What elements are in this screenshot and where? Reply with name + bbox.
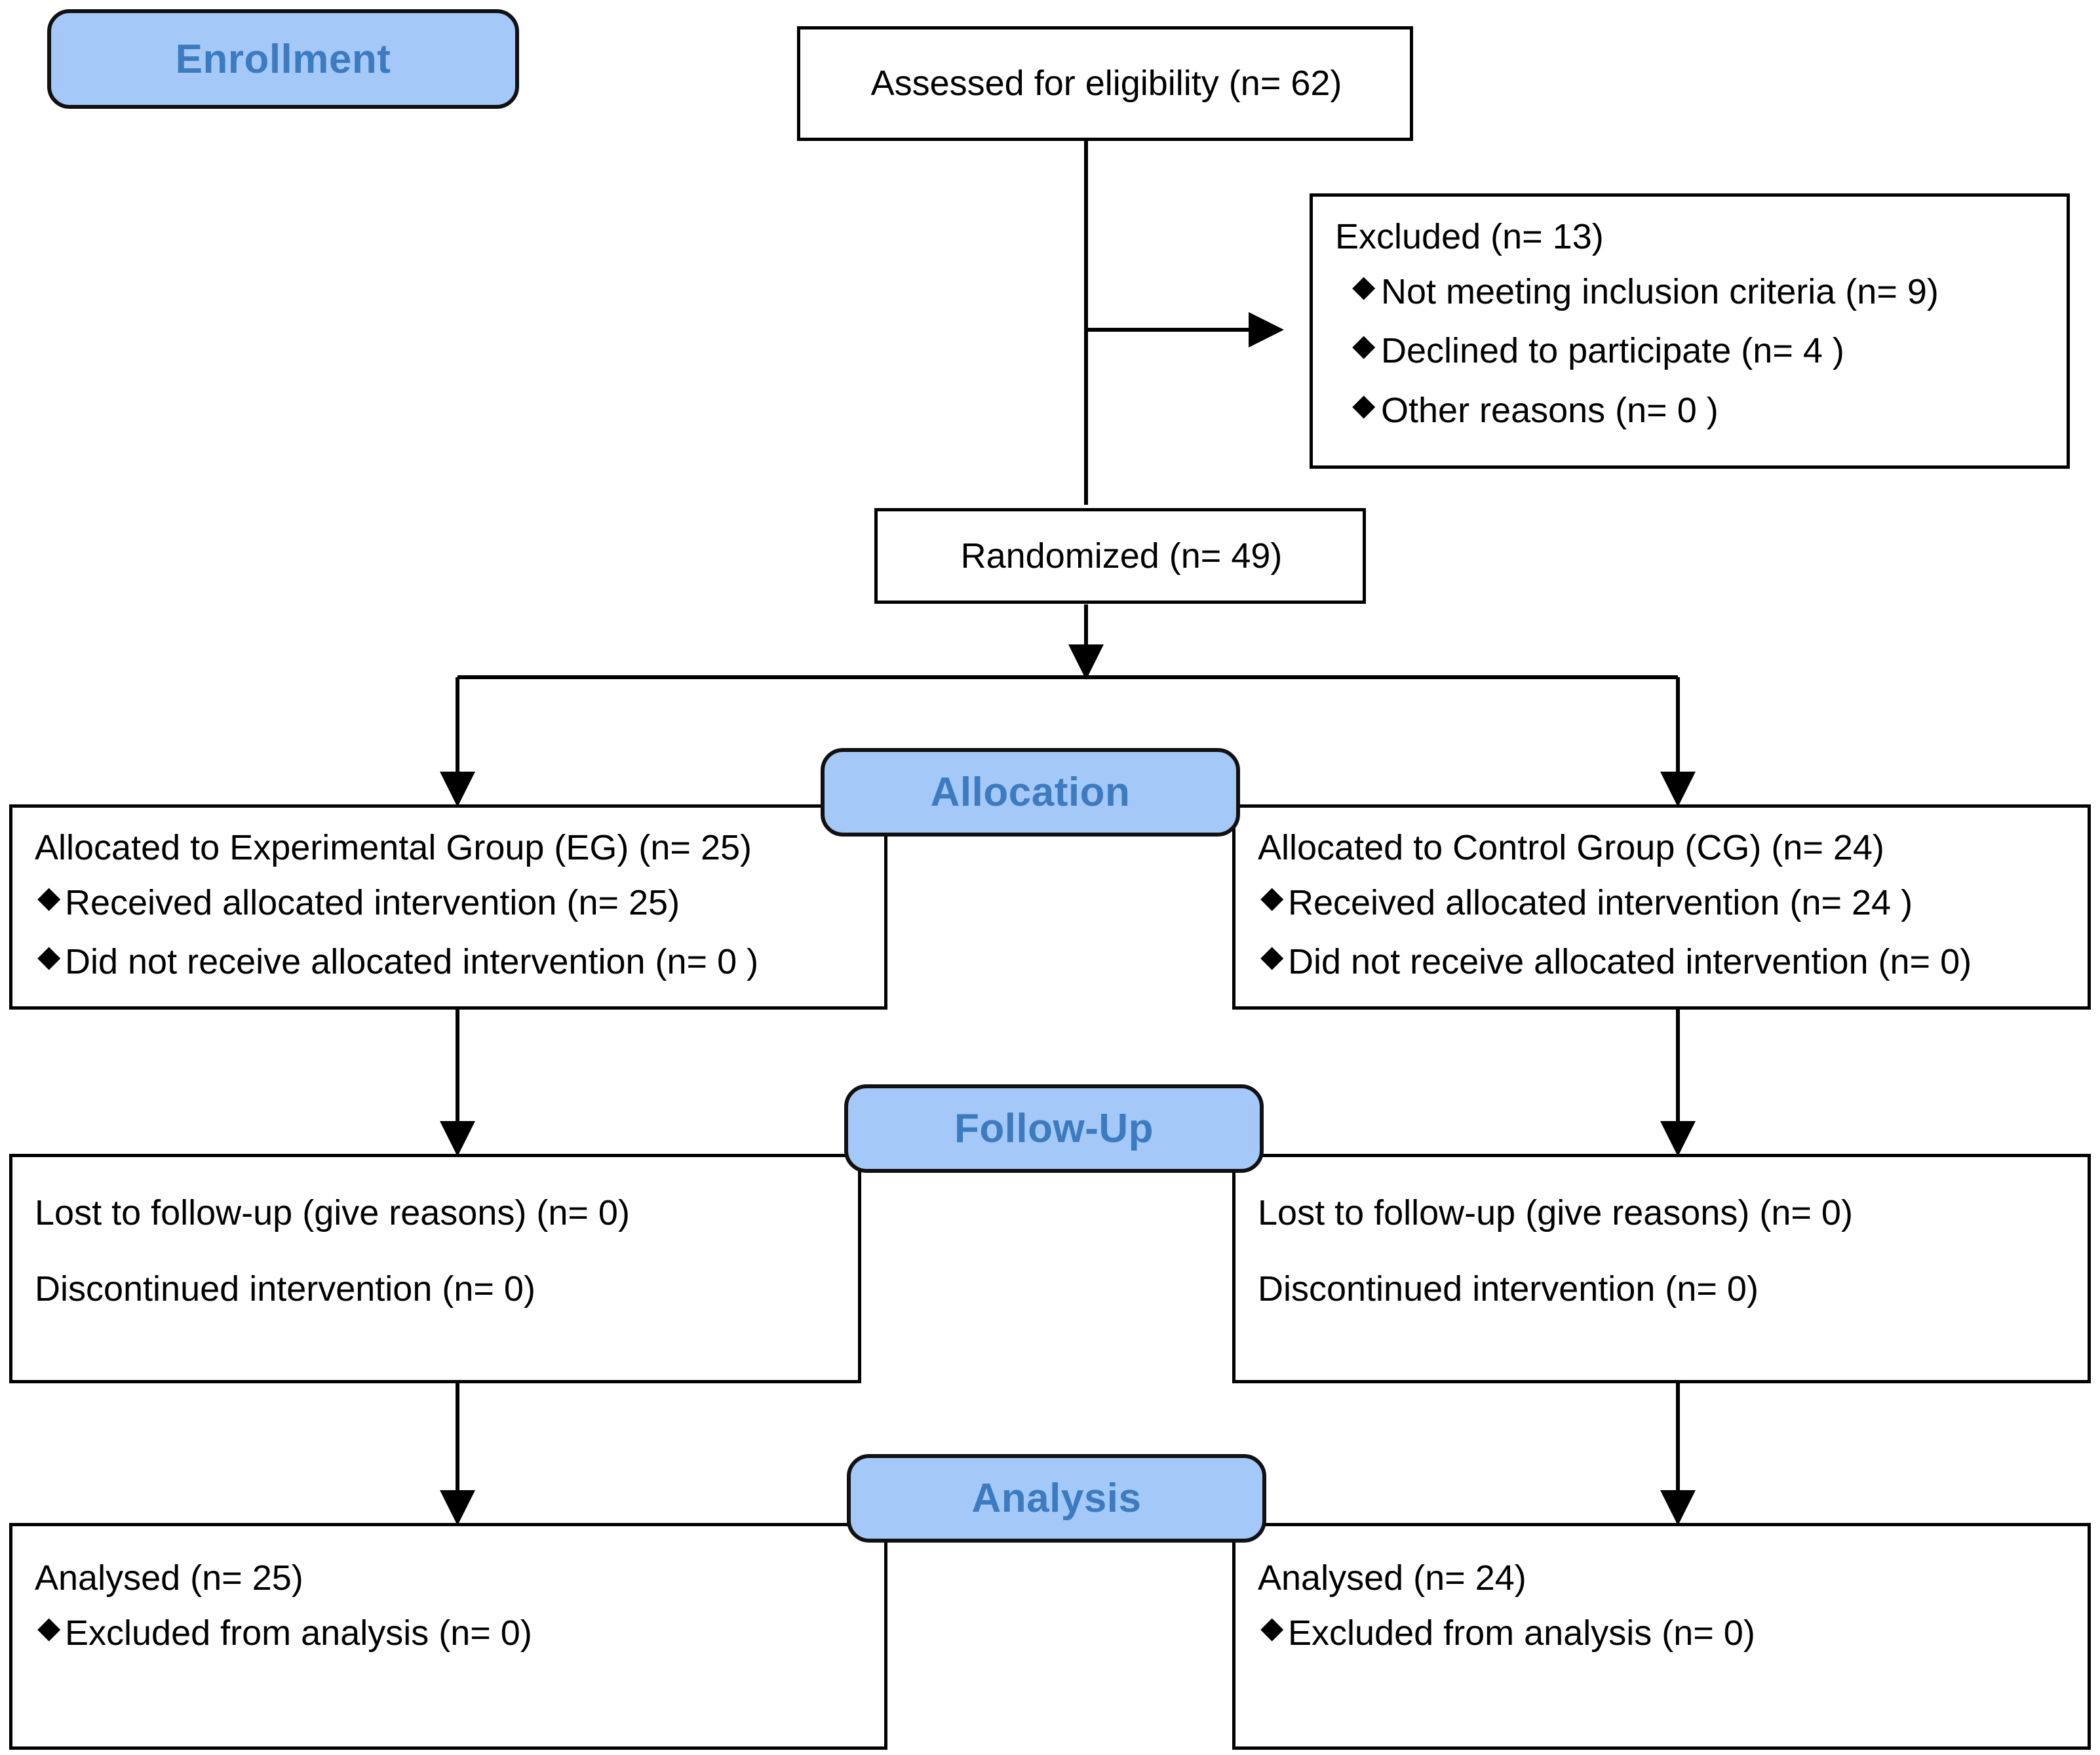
excluded-title: Excluded (n= 13)	[1335, 217, 1604, 256]
allocation-right-item-label: Did not receive allocated intervention (…	[1288, 942, 1972, 982]
analysis-right-item-label: Excluded from analysis (n= 0)	[1288, 1613, 1755, 1653]
diamond-bullet-icon: ◆	[37, 1610, 61, 1645]
diamond-bullet-icon: ◆	[37, 880, 61, 915]
analysis-left-item-label: Excluded from analysis (n= 0)	[65, 1613, 532, 1653]
diamond-bullet-icon: ◆	[1352, 387, 1376, 422]
allocation-left-item-label: Did not receive allocated intervention (…	[65, 942, 759, 982]
followup-right-discontinued-label: Discontinued intervention (n= 0)	[1258, 1269, 1759, 1309]
list-item: ◆ Declined to participate (n= 4 )	[1335, 328, 2047, 374]
stage-banner-allocation-label: Allocation	[930, 770, 1131, 815]
node-allocation-experimental-group: Allocated to Experimental Group (EG) (n=…	[9, 804, 887, 1010]
node-randomized: Randomized (n= 49)	[874, 508, 1366, 604]
stage-banner-analysis-label: Analysis	[971, 1476, 1142, 1521]
randomized-label: Randomized (n= 49)	[960, 536, 1283, 576]
diamond-bullet-icon: ◆	[37, 939, 61, 974]
stage-banner-analysis: Analysis	[847, 1454, 1266, 1543]
diamond-bullet-icon: ◆	[1260, 939, 1284, 974]
allocation-right-list: ◆ Received allocated intervention (n= 24…	[1258, 880, 2068, 985]
excluded-reasons-list: ◆ Not meeting inclusion criteria (n= 9) …	[1335, 269, 2047, 433]
allocation-right-item-label: Received allocated intervention (n= 24 )	[1288, 883, 1913, 923]
stage-banner-followup-label: Follow-Up	[954, 1106, 1154, 1151]
followup-left-lost-label: Lost to follow-up (give reasons) (n= 0)	[35, 1193, 630, 1232]
node-analysis-control-group: Analysed (n= 24) ◆ Excluded from analysi…	[1232, 1523, 2091, 1750]
list-item: ◆ Not meeting inclusion criteria (n= 9)	[1335, 269, 2047, 315]
excluded-reason-label: Other reasons (n= 0 )	[1381, 390, 1719, 430]
stage-banner-enrollment-label: Enrollment	[175, 36, 391, 82]
list-item: ◆ Received allocated intervention (n= 24…	[1258, 880, 2068, 926]
excluded-reason-label: Declined to participate (n= 4 )	[1381, 331, 1844, 371]
list-item: ◆ Received allocated intervention (n= 25…	[35, 880, 865, 926]
stage-banner-followup: Follow-Up	[844, 1084, 1264, 1173]
allocation-left-title: Allocated to Experimental Group (EG) (n=…	[35, 828, 752, 867]
list-item: ◆ Did not receive allocated intervention…	[1258, 939, 2068, 985]
diamond-bullet-icon: ◆	[1352, 328, 1376, 363]
stage-banner-enrollment: Enrollment	[47, 9, 519, 109]
assessed-for-eligibility-label: Assessed for eligibility (n= 62)	[870, 64, 1342, 104]
node-excluded: Excluded (n= 13) ◆ Not meeting inclusion…	[1310, 193, 2070, 469]
spacer	[35, 1236, 838, 1266]
excluded-reason-label: Not meeting inclusion criteria (n= 9)	[1381, 272, 1939, 312]
allocation-right-title: Allocated to Control Group (CG) (n= 24)	[1258, 828, 1884, 867]
list-item: ◆ Excluded from analysis (n= 0)	[1258, 1610, 2068, 1656]
list-item: ◆ Excluded from analysis (n= 0)	[35, 1610, 865, 1656]
node-followup-control-group: Lost to follow-up (give reasons) (n= 0) …	[1232, 1154, 2091, 1383]
allocation-left-item-label: Received allocated intervention (n= 25)	[65, 883, 680, 923]
followup-right-lost-label: Lost to follow-up (give reasons) (n= 0)	[1258, 1193, 1853, 1232]
node-followup-experimental-group: Lost to follow-up (give reasons) (n= 0) …	[9, 1154, 861, 1383]
allocation-left-list: ◆ Received allocated intervention (n= 25…	[35, 880, 865, 985]
node-assessed-for-eligibility: Assessed for eligibility (n= 62)	[797, 26, 1413, 141]
diamond-bullet-icon: ◆	[1260, 880, 1284, 915]
node-allocation-control-group: Allocated to Control Group (CG) (n= 24) …	[1232, 804, 2091, 1010]
spacer	[1258, 1236, 2068, 1266]
analysis-left-list: ◆ Excluded from analysis (n= 0)	[35, 1610, 865, 1656]
stage-banner-allocation: Allocation	[821, 748, 1240, 837]
list-item: ◆ Other reasons (n= 0 )	[1335, 387, 2047, 433]
analysis-right-list: ◆ Excluded from analysis (n= 0)	[1258, 1610, 2068, 1656]
diamond-bullet-icon: ◆	[1352, 269, 1376, 304]
list-item: ◆ Did not receive allocated intervention…	[35, 939, 865, 985]
followup-left-discontinued-label: Discontinued intervention (n= 0)	[35, 1269, 535, 1309]
analysis-right-title: Analysed (n= 24)	[1258, 1558, 1526, 1598]
analysis-left-title: Analysed (n= 25)	[35, 1558, 303, 1598]
node-analysis-experimental-group: Analysed (n= 25) ◆ Excluded from analysi…	[9, 1523, 887, 1750]
diamond-bullet-icon: ◆	[1260, 1610, 1284, 1645]
